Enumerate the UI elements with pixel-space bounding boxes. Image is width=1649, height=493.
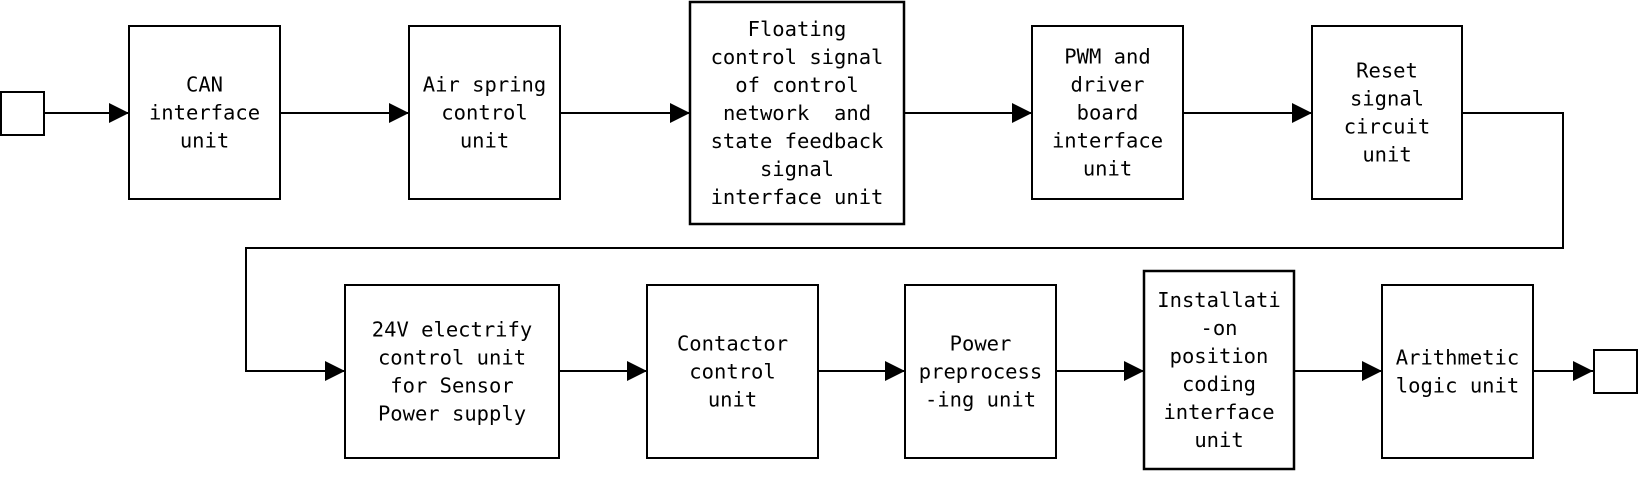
block-label-line: Floating — [748, 17, 847, 41]
block-power-preprocessing: Power preprocess -ing unit — [904, 284, 1057, 459]
block-label: Air spring control unit — [423, 73, 546, 153]
block-label-line: control unit — [378, 346, 526, 370]
block-label-line: PWM and — [1064, 45, 1150, 69]
block-label-line: Air spring — [423, 73, 546, 97]
block-label-line: control signal — [711, 45, 884, 69]
output-terminal — [1593, 349, 1638, 394]
block-label-line: -on — [1200, 316, 1237, 340]
block-can: CAN interface unit — [128, 25, 281, 200]
block-label-line: for Sensor — [390, 374, 513, 398]
block-label-line: logic unit — [1396, 374, 1519, 398]
block-reset-signal: Reset signal circuit unit — [1311, 25, 1463, 200]
block-label: CAN interface unit — [149, 73, 260, 153]
block-label: Reset signal circuit unit — [1344, 59, 1430, 167]
block-label-line: of control — [735, 73, 858, 97]
block-label-line: coding — [1182, 372, 1256, 396]
block-label-line: 24V electrify — [372, 318, 532, 342]
block-label-line: unit — [1194, 428, 1243, 452]
block-label-line: interface unit — [711, 185, 884, 209]
block-label-line: Contactor — [677, 332, 788, 356]
block-label-line: interface — [1052, 129, 1163, 153]
block-label: Arithmetic logic unit — [1396, 346, 1519, 398]
block-label-line: unit — [180, 129, 229, 153]
block-air-spring: Air spring control unit — [408, 25, 561, 200]
arrow-reset-to-power24 — [245, 112, 1564, 381]
block-label-line: state feedback — [711, 129, 884, 153]
block-label-line: CAN — [186, 73, 223, 97]
block-label-line: signal — [760, 157, 834, 181]
block-label-line: board — [1077, 101, 1139, 125]
block-label-line: unit — [708, 388, 757, 412]
block-label-line: -ing unit — [925, 388, 1036, 412]
block-label-line: preprocess — [919, 360, 1042, 384]
block-label-line: interface — [149, 101, 260, 125]
block-label-line: Installati — [1157, 288, 1280, 312]
block-label: Installati -on position coding interface unit — [1157, 288, 1280, 452]
block-label: Power preprocess -ing unit — [919, 332, 1042, 412]
connectors — [44, 103, 1593, 381]
block-label-line: Reset — [1356, 59, 1418, 83]
block-label: Floating control signal of control network … — [711, 17, 884, 209]
block-contactor: Contactor control unit — [646, 284, 819, 459]
block-label-line: Power supply — [378, 402, 526, 426]
block-label-line: control — [441, 101, 527, 125]
block-label-line: position — [1170, 344, 1269, 368]
block-label-line: control — [689, 360, 775, 384]
input-terminal — [0, 91, 45, 136]
block-label-line: unit — [460, 129, 509, 153]
block-label-line: unit — [1083, 157, 1132, 181]
block-label-line: circuit — [1344, 115, 1430, 139]
block-label: PWM and driver board interface unit — [1052, 45, 1163, 181]
block-label-line: signal — [1350, 87, 1424, 111]
block-label-line: unit — [1362, 143, 1411, 167]
block-pwm-driver: PWM and driver board interface unit — [1031, 25, 1184, 200]
block-label-line: Power — [950, 332, 1012, 356]
block-label-line: driver — [1070, 73, 1144, 97]
block-label-line: network and — [723, 101, 871, 125]
block-installation-coding: Installati -on position coding interface unit — [1142, 269, 1296, 471]
block-label: Contactor control unit — [677, 332, 788, 412]
block-label-line: interface — [1163, 400, 1274, 424]
block-arithmetic-logic: Arithmetic logic unit — [1381, 284, 1534, 459]
block-label-line: Arithmetic — [1396, 346, 1519, 370]
block-floating-control: Floating control signal of control network … — [688, 0, 906, 226]
